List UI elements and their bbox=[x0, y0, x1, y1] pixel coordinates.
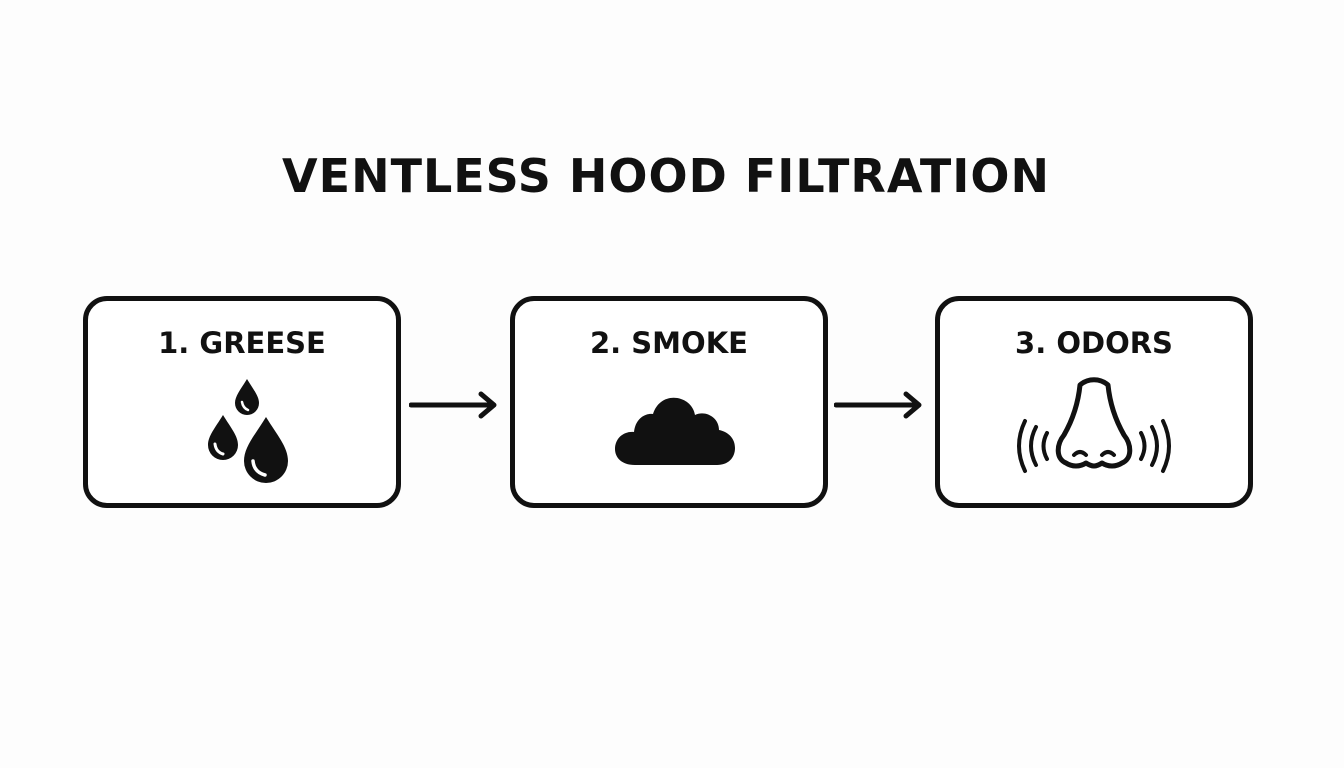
flow-arrow-1 bbox=[409, 390, 499, 420]
diagram-title: VENTLESS HOOD FILTRATION bbox=[282, 149, 1050, 203]
step-box-odors: 3. ODORS bbox=[935, 296, 1253, 508]
step-label: 3. ODORS bbox=[1015, 326, 1173, 360]
cloud-icon bbox=[589, 375, 749, 495]
step-box-greese: 1. GREESE bbox=[83, 296, 401, 508]
step-label: 2. SMOKE bbox=[590, 326, 748, 360]
nose-smell-icon bbox=[1014, 375, 1174, 495]
step-label: 1. GREESE bbox=[158, 326, 326, 360]
flow-arrow-2 bbox=[834, 390, 924, 420]
step-box-smoke: 2. SMOKE bbox=[510, 296, 828, 508]
droplets-icon bbox=[162, 375, 322, 495]
